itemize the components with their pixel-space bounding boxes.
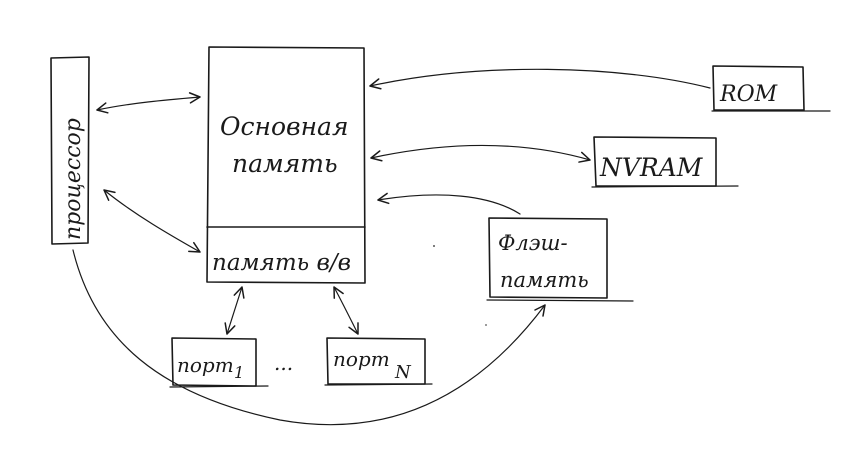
main-memory-label-line1: Основная <box>220 112 349 141</box>
port-1-index: 1 <box>234 363 244 382</box>
port-n-node: порт N <box>324 337 433 386</box>
io-memory-port-1-arrow <box>224 286 245 335</box>
ports-ellipsis: ... <box>274 351 293 375</box>
main-memory-box <box>206 46 366 284</box>
processor-label: процессор <box>61 118 86 240</box>
processor-flash-arrow <box>72 249 546 426</box>
main-memory-node: Основная память память в/в <box>206 46 366 284</box>
processor-box <box>50 56 90 245</box>
port-1-node: порт 1 <box>169 337 269 388</box>
port-n-underline <box>324 383 433 386</box>
flash-memory-node: Флэш- память <box>486 217 634 302</box>
ink-speck <box>433 245 435 247</box>
nvram-label: NVRAM <box>599 153 704 182</box>
nvram-underline <box>591 185 739 188</box>
processor-io-memory-arrow <box>103 189 201 253</box>
processor-main-memory-arrow <box>96 92 201 114</box>
flash-memory-underline <box>486 299 634 302</box>
io-memory-port-n-arrow <box>333 286 359 335</box>
flash-main-memory-arrow <box>377 192 521 215</box>
rom-label: ROM <box>719 82 778 107</box>
port-1-underline <box>169 385 269 388</box>
main-memory-nvram-arrow <box>370 144 591 163</box>
rom-box <box>712 65 805 111</box>
flash-memory-box <box>488 217 608 299</box>
ink-speck <box>485 324 487 326</box>
flash-memory-label-line1: Флэш- <box>498 231 568 255</box>
processor-node: процессор <box>50 56 90 245</box>
main-memory-label-line2: память <box>232 149 338 178</box>
port-n-label: порт <box>333 347 390 371</box>
io-memory-label: память в/в <box>212 250 351 276</box>
rom-main-memory-arrow <box>369 68 711 90</box>
nvram-node: NVRAM <box>591 136 739 188</box>
port-1-label: порт <box>177 353 234 377</box>
rom-node: ROM <box>711 65 831 112</box>
flash-memory-label-line2: память <box>500 268 589 292</box>
port-n-index: N <box>394 362 412 383</box>
